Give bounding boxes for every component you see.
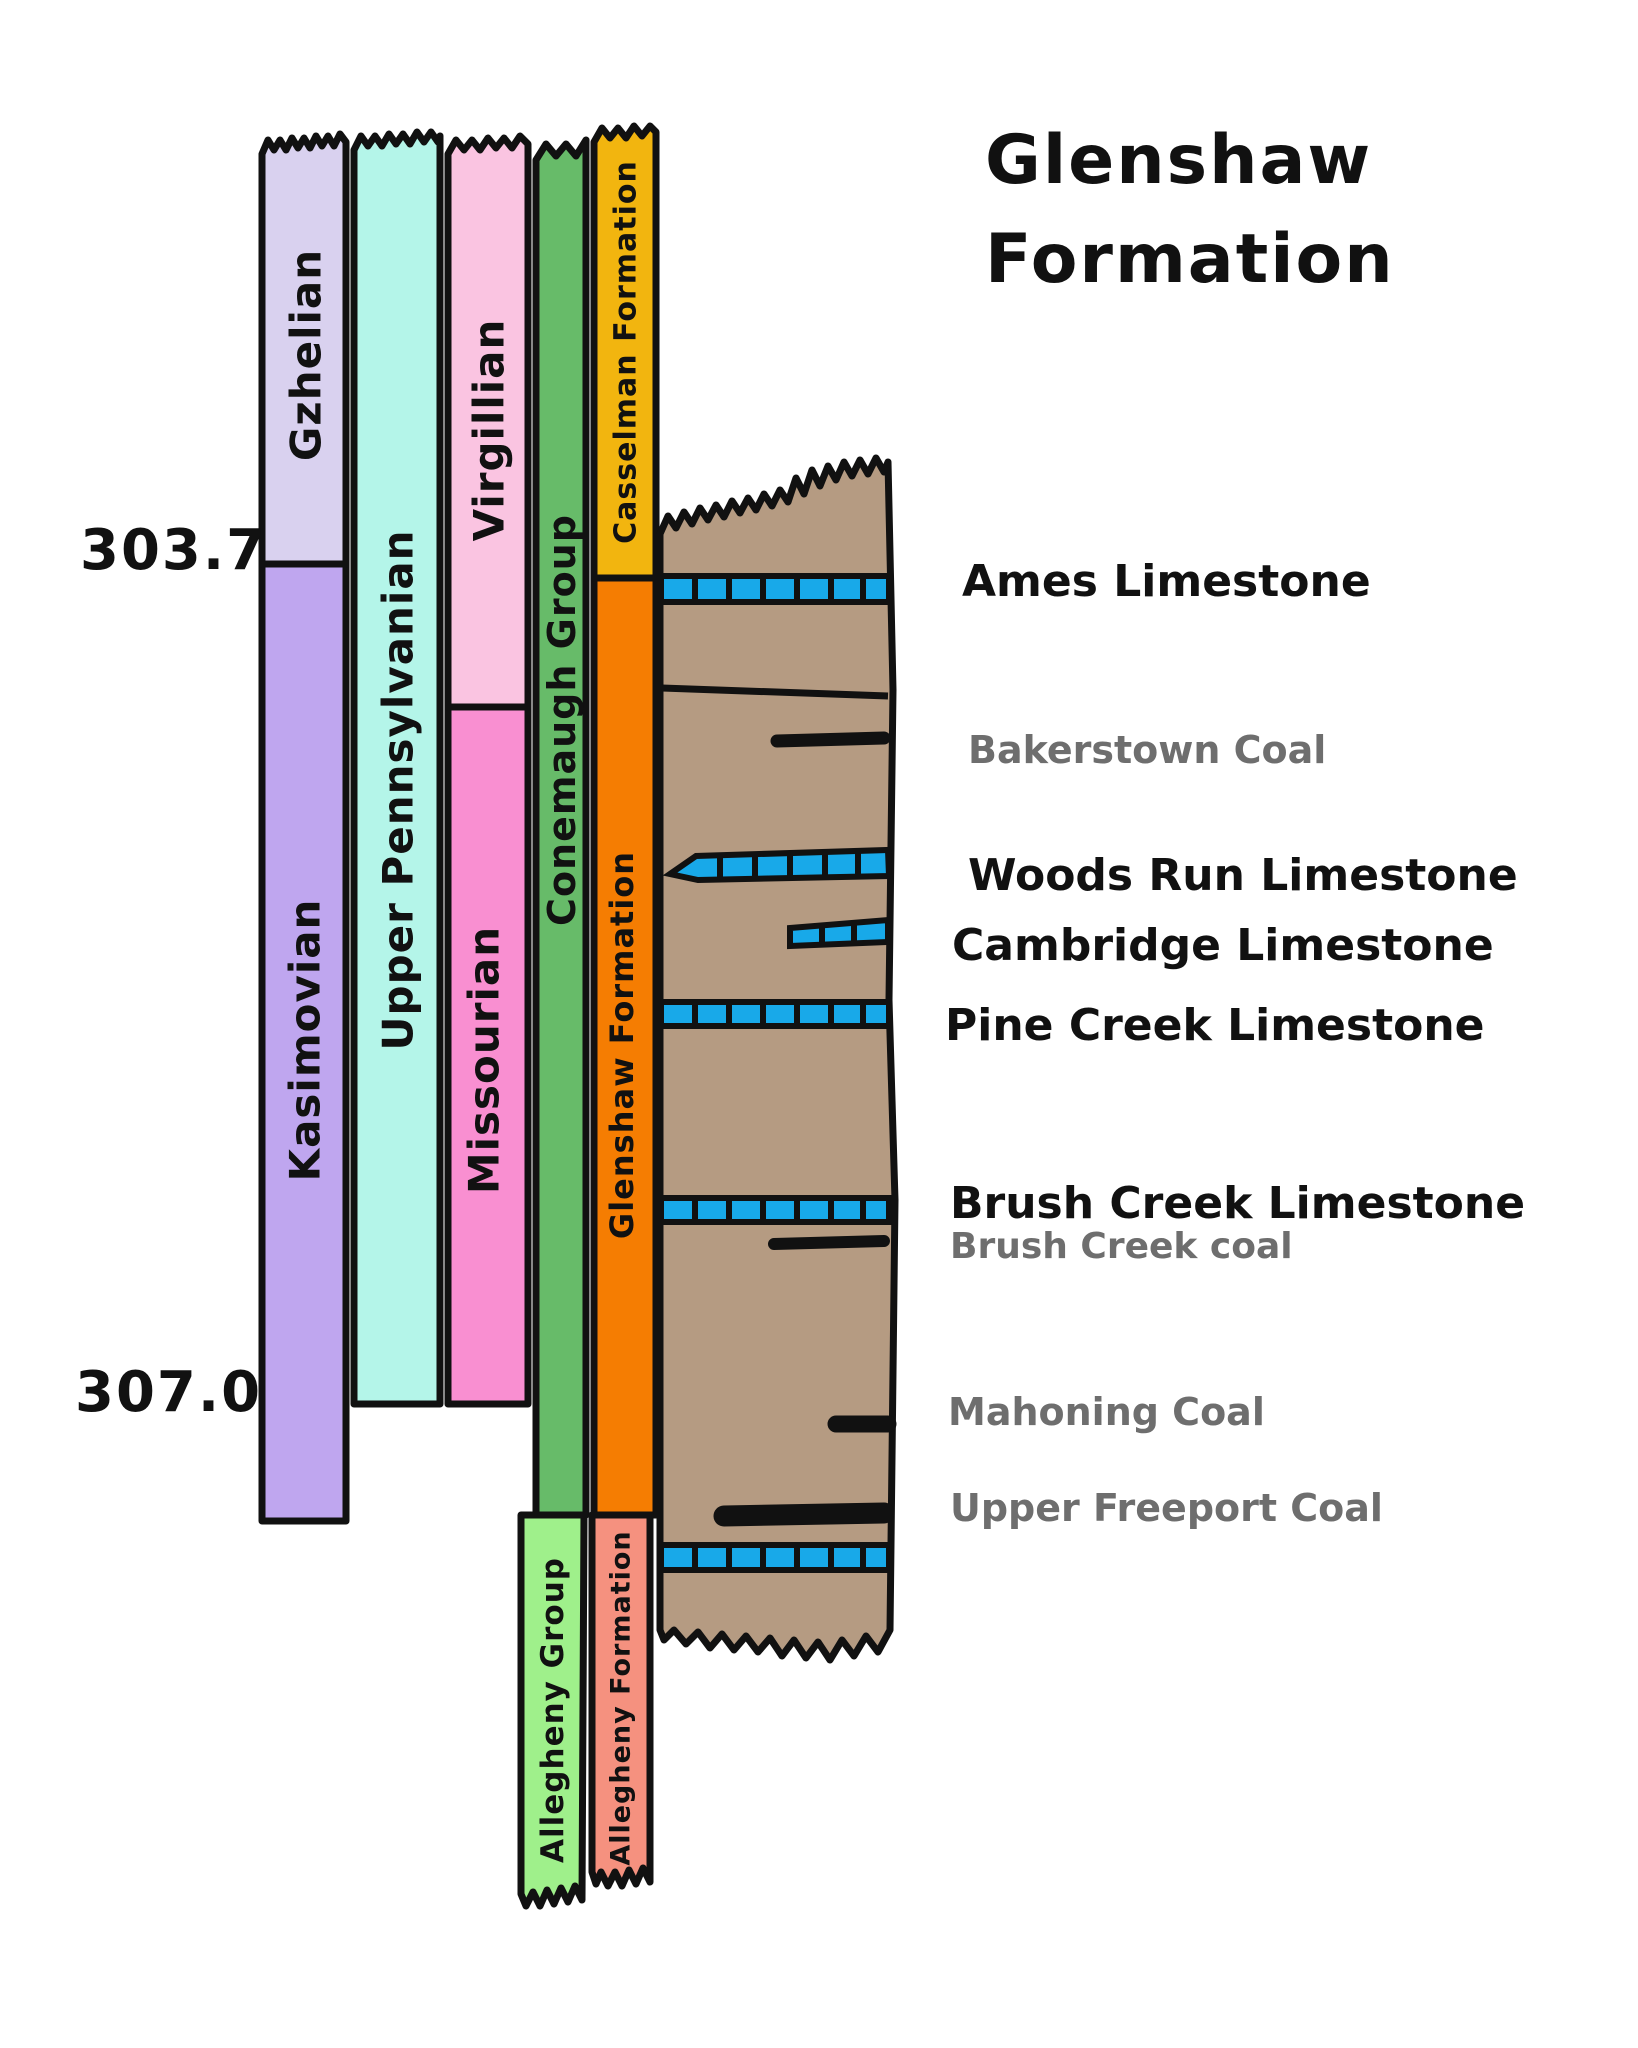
page-title-line2: Formation	[985, 219, 1395, 299]
woods-run-limestone-band	[662, 846, 893, 884]
glenshaw-formation-bar-label: Glenshaw Formation	[603, 850, 641, 1240]
cambridge-limestone-label: Cambridge Limestone	[952, 920, 1494, 971]
lower-limestone-band	[658, 1542, 892, 1573]
missourian-label: Missourian	[459, 925, 509, 1195]
strat-column	[656, 454, 899, 1664]
virgillian-label: Virgillian	[464, 318, 514, 542]
kasimovian-bar	[258, 560, 350, 1525]
kasimovian-label: Kasimovian	[280, 898, 330, 1182]
upper-freeport-coal-label: Upper Freeport Coal	[950, 1486, 1383, 1530]
allegheny-formation-bar	[588, 1511, 654, 1890]
bedding-line	[661, 684, 889, 700]
gzhelian-bar	[258, 130, 350, 568]
pine-creek-limestone-label: Pine Creek Limestone	[945, 1000, 1485, 1051]
limestone-bands	[658, 573, 893, 1573]
brush-creek-coal-label: Brush Creek coal	[950, 1226, 1293, 1267]
coal-seams	[713, 731, 897, 1527]
age-tick-bottom: 307.0	[75, 1360, 263, 1425]
upper-freeport-coal-seam	[713, 1502, 895, 1527]
woods-run-limestone-label: Woods Run Limestone	[968, 850, 1518, 901]
upper-pennsylvanian-bar	[350, 128, 444, 1408]
brick-joints	[692, 577, 866, 1569]
virgillian-bar	[444, 132, 532, 711]
age-tick-top: 303.7	[80, 518, 268, 583]
gzhelian-label: Gzhelian	[281, 248, 331, 462]
allegheny-formation-label: Allegheny Formation	[605, 1530, 637, 1866]
mahoning-coal-label: Mahoning Coal	[948, 1390, 1265, 1434]
brush-creek-coal-seam	[768, 1235, 890, 1250]
bakerstown-coal-seam	[770, 731, 891, 748]
conemaugh-group-label: Conemaugh Group	[540, 514, 584, 926]
upper-pennsylvanian-label: Upper Pennsylvanian	[373, 529, 423, 1051]
casselman-formation-bar	[590, 122, 660, 582]
cambridge-limestone-band	[787, 916, 891, 950]
brush-creek-limestone-label: Brush Creek Limestone	[950, 1178, 1526, 1229]
casselman-formation-label: Casselman Formation	[608, 160, 644, 544]
ames-limestone-label: Ames Limestone	[962, 556, 1371, 607]
page-title-line1: Glenshaw	[985, 121, 1373, 200]
pine-creek-limestone-band	[658, 999, 892, 1029]
page-title: Glenshaw Formation	[985, 112, 1395, 309]
allegheny-group-label: Allegheny Group	[535, 1557, 571, 1863]
allegheny-group-bar	[517, 1511, 588, 1910]
brush-creek-limestone-band	[658, 1195, 892, 1225]
bakerstown-coal-label: Bakerstown Coal	[968, 728, 1327, 772]
ames-limestone-band	[658, 573, 892, 605]
